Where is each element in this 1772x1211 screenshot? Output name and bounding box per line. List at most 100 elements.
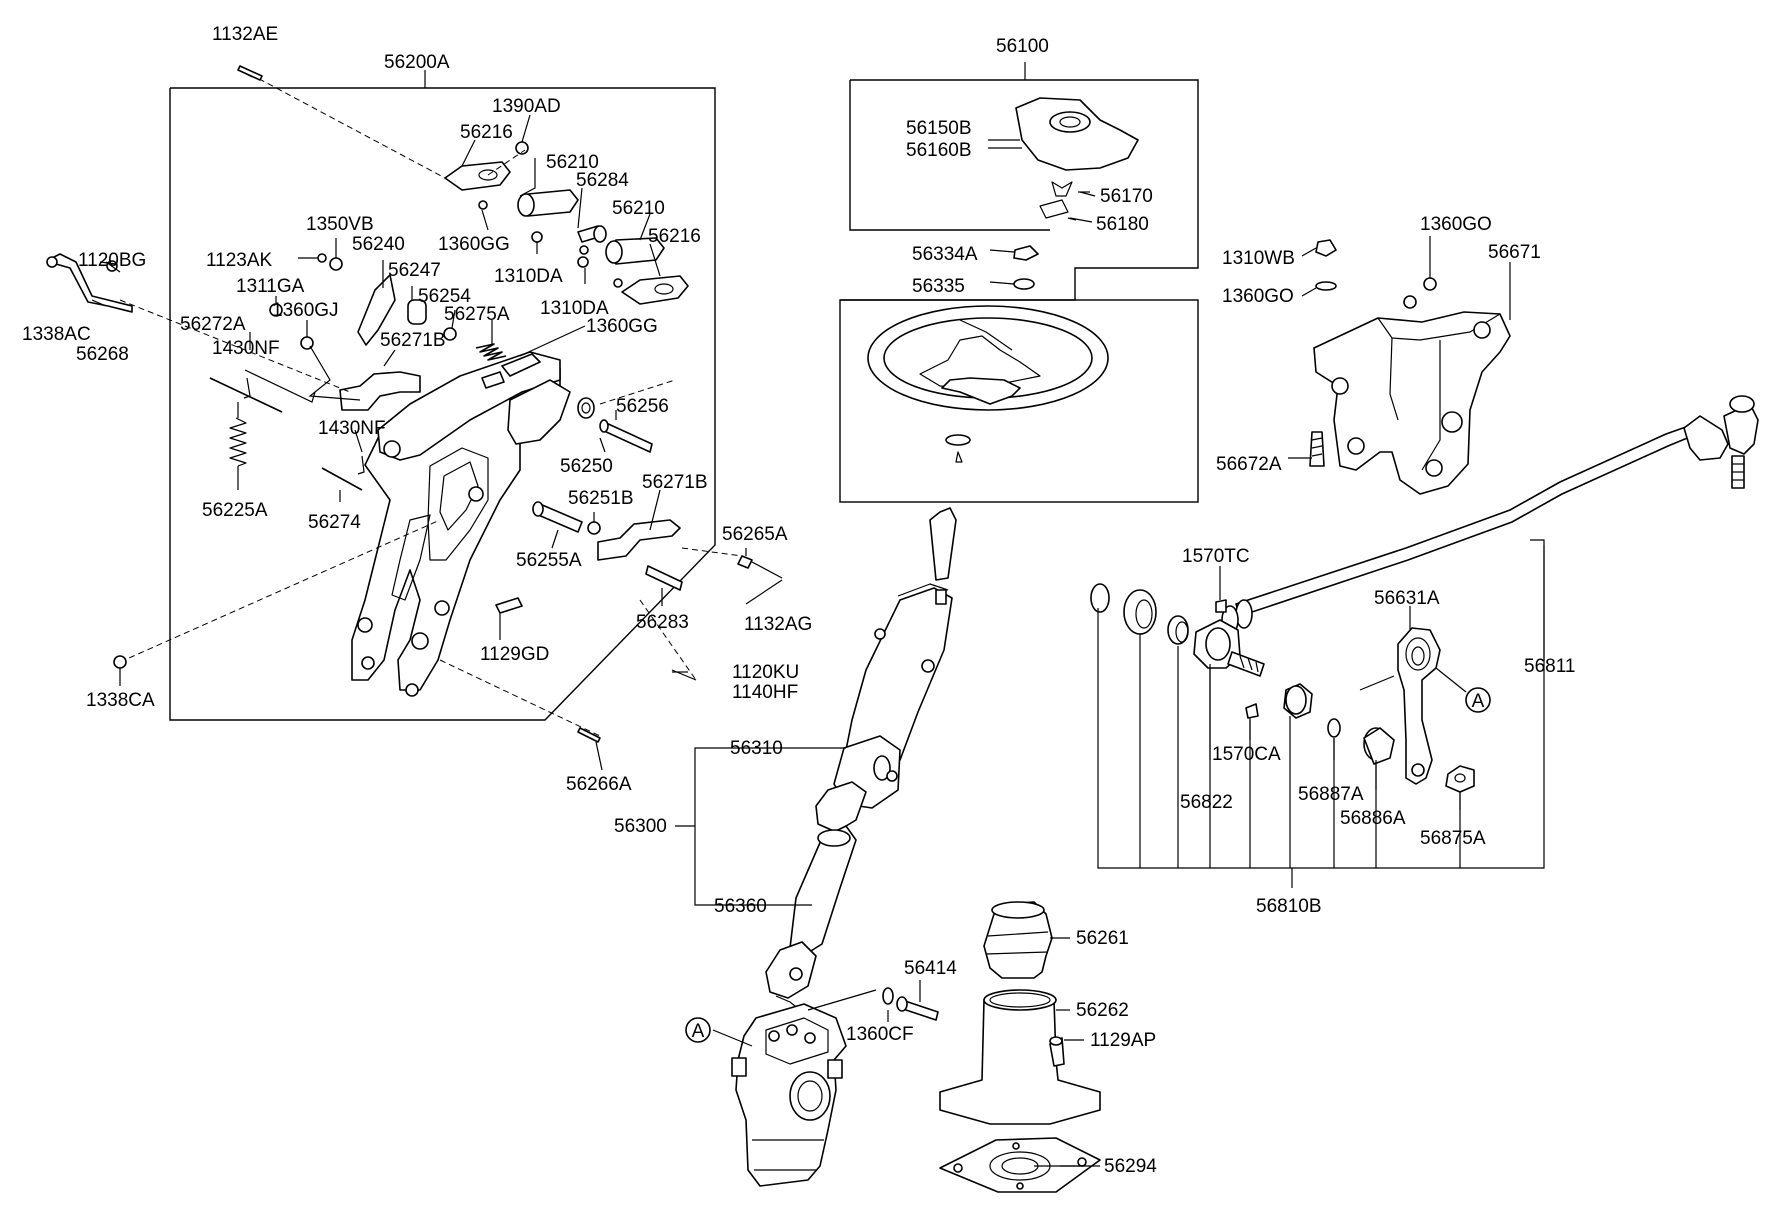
label-1310DA-a: 1310DA: [494, 266, 563, 287]
ring-seal-2: [1123, 589, 1157, 635]
pedal-dashed-leaders: [119, 73, 743, 737]
label-56216-right: 56216: [648, 226, 701, 247]
label-1360GJ: 1360GJ: [272, 300, 339, 321]
pin-56256: [601, 421, 653, 453]
ring-seal-1: [1090, 583, 1110, 613]
label-56100: 56100: [996, 36, 1049, 57]
label-56266A: 56266A: [566, 774, 632, 795]
nut-56334A: [1013, 245, 1039, 261]
label-1140HF: 1140HF: [732, 682, 798, 703]
washer-56335: [1013, 278, 1035, 290]
bolt-56283: [645, 565, 683, 591]
bolt-56672A: [1309, 431, 1325, 467]
clip-56251B: [587, 521, 601, 535]
label-1360GO-upper: 1360GO: [1420, 214, 1492, 235]
label-56255A: 56255A: [516, 550, 582, 571]
boot-group: [939, 901, 1101, 1193]
label-1310DA-b: 1310DA: [540, 298, 609, 319]
steering-wheel-box: [839, 299, 1199, 503]
label-1430NF-lower: 1430NF: [318, 418, 386, 439]
label-56210-left: 56210: [546, 152, 599, 173]
label-56251B: 56251B: [568, 488, 634, 509]
label-56200A: 56200A: [384, 52, 450, 73]
label-1129GD: 1129GD: [480, 644, 549, 665]
label-56887A: 56887A: [1298, 784, 1364, 805]
bolt-56266A: [577, 727, 601, 743]
label-1350VB: 1350VB: [306, 214, 374, 235]
nut-56254: [443, 327, 457, 341]
tie-rod-end-right: [1683, 415, 1729, 461]
label-56247: 56247: [388, 260, 441, 281]
label-56225A: 56225A: [202, 500, 268, 521]
label-56300: 56300: [614, 816, 667, 837]
label-56810B: 56810B: [1256, 896, 1322, 917]
ref-a-marker-right: [1465, 687, 1491, 713]
oring-56887A: [1327, 718, 1341, 738]
label-56150B: 56150B: [906, 118, 972, 139]
spring-56275A: [475, 343, 507, 361]
steering-column-group: [731, 507, 957, 1187]
bolt-1570CA: [1245, 703, 1259, 719]
label-56240: 56240: [352, 234, 405, 255]
label-56886A: 56886A: [1340, 808, 1406, 829]
rod-56268-group: [46, 65, 263, 669]
label-56414: 56414: [904, 958, 957, 979]
shaft-56360: [789, 825, 857, 955]
label-56265A: 56265A: [722, 524, 788, 545]
label-56334A: 56334A: [912, 244, 978, 265]
bolt-1129GD: [495, 597, 523, 614]
spring-56225A: [229, 417, 247, 467]
label-56272A: 56272A: [180, 314, 246, 335]
label-56672A: 56672A: [1216, 454, 1282, 475]
column-upper-shaft: [929, 507, 957, 581]
pitman-arm-56631A: [1397, 627, 1441, 785]
bracket-56271B-lower: [597, 519, 681, 561]
label-1360GG-lower: 1360GG: [586, 316, 658, 337]
label-56216-left: 56216: [460, 122, 513, 143]
label-56631A: 56631A: [1374, 588, 1440, 609]
bolt-1570TC: [1215, 599, 1227, 613]
label-56310: 56310: [730, 738, 783, 759]
label-56335: 56335: [912, 276, 965, 297]
label-1360GG-upper: 1360GG: [438, 234, 510, 255]
label-1430NF-upper: 1430NF: [212, 338, 280, 359]
nut-1310WB: [1315, 239, 1337, 257]
label-56294: 56294: [1104, 1156, 1157, 1177]
label-56262: 56262: [1076, 1000, 1129, 1021]
label-56170: 56170: [1100, 186, 1153, 207]
nut-56875A: [1445, 765, 1475, 793]
ref-a-left: A: [692, 1021, 705, 1042]
nut-1338CA: [113, 655, 127, 669]
column-56300-bracket: [675, 747, 846, 906]
bolt-1132AE: [237, 65, 263, 81]
washer-56250: [577, 397, 595, 419]
label-56250: 56250: [560, 456, 613, 477]
pedal-assembly-group: [169, 70, 783, 743]
label-1311GA: 1311GA: [236, 276, 305, 297]
universal-joint-upper: [815, 781, 867, 833]
label-1132AE: 1132AE: [212, 24, 278, 45]
ref-a-right: A: [1472, 691, 1485, 712]
clip-1430NF-upper: [243, 377, 251, 399]
label-1310WB: 1310WB: [1222, 248, 1295, 269]
horn-pad-56150B: [1015, 97, 1139, 171]
nut-1310DA-a: [531, 231, 543, 243]
label-56811: 56811: [1524, 656, 1575, 677]
nut-1360GO-upper: [1423, 277, 1437, 291]
label-56160B: 56160B: [906, 140, 972, 161]
contact-56180: [1039, 199, 1069, 219]
label-56254: 56254: [418, 286, 471, 307]
drag-link-group: [1090, 395, 1759, 793]
label-1120BG: 1120BG: [78, 250, 146, 271]
label-1570CA: 1570CA: [1212, 744, 1281, 765]
label-1123AK: 1123AK: [206, 250, 273, 271]
label-1338AC: 1338AC: [22, 324, 91, 345]
wheel-hub-nut: [945, 434, 971, 446]
label-1338CA: 1338CA: [86, 690, 155, 711]
label-56875A: 56875A: [1420, 828, 1486, 849]
washer-1360GO: [1315, 281, 1337, 291]
contact-56170: [1051, 181, 1073, 197]
bolt-1123AK: [317, 253, 327, 263]
label-1120KU: 1120KU: [732, 662, 799, 683]
